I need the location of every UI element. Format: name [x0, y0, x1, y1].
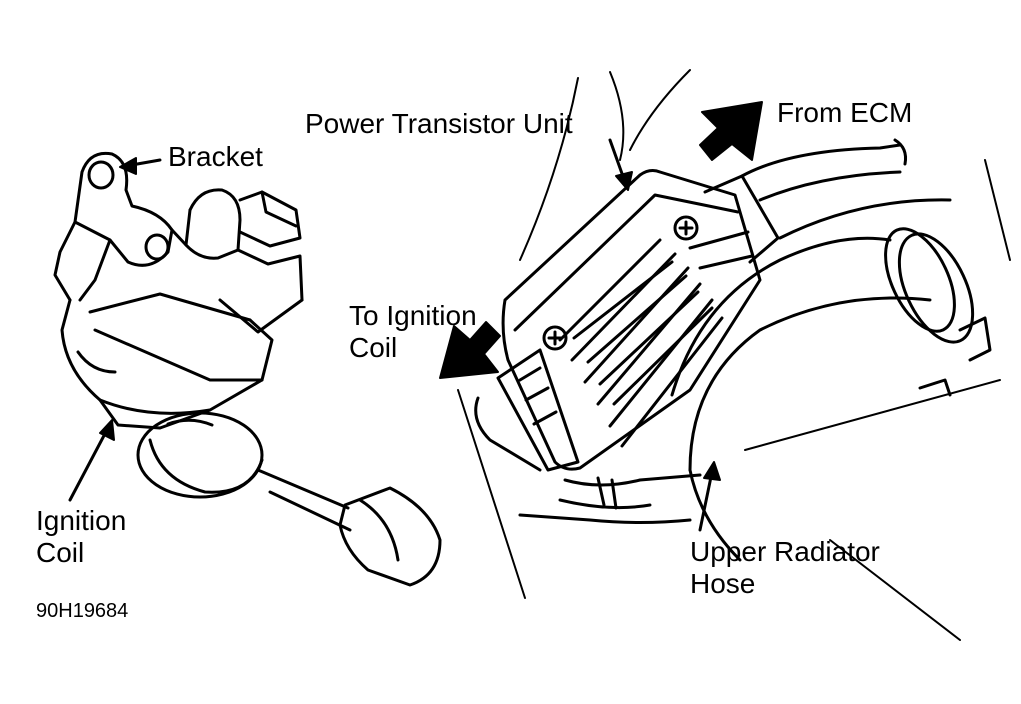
- coil-boot-and-lead: [136, 411, 442, 587]
- heat-sink-fins: [558, 230, 754, 448]
- to-ignition-coil-label-line1: To Ignition: [349, 300, 477, 331]
- ignition-coil-pointer-arrowhead: [99, 419, 115, 441]
- bracket-part: [53, 151, 174, 302]
- ignition-coil-pointer-arrow: [68, 426, 110, 502]
- from-ecm-bold-arrow: [699, 101, 763, 161]
- figure-code: 90H19684: [36, 600, 129, 622]
- lower-wiring: [518, 473, 702, 524]
- transistor-pointer-arrowhead: [615, 171, 633, 191]
- bracket-pointer-arrowhead: [119, 157, 137, 175]
- radiator-hose-pointer-arrow: [698, 470, 714, 532]
- from-ecm-harness: [703, 138, 952, 264]
- power-transistor-unit-label: Power Transistor Unit: [305, 108, 573, 139]
- to-ignition-coil-bold-arrow: [439, 321, 501, 379]
- ignition-coil-drawing: [53, 151, 442, 587]
- to-coil-connector: [474, 348, 580, 472]
- upper-radiator-hose-label-line1: Upper Radiator: [690, 536, 880, 567]
- radiator-hose-pointer-arrowhead: [703, 461, 721, 481]
- ignition-coil-label-line1: Ignition: [36, 505, 127, 536]
- to-ignition-coil-label-line2: Coil: [349, 332, 398, 363]
- coil-terminal-housing: [170, 188, 304, 302]
- bracket-label: Bracket: [168, 141, 263, 172]
- upper-radiator-hose-label-line2: Hose: [690, 568, 756, 599]
- ignition-coil-label-line2: Coil: [36, 537, 85, 568]
- power-transistor-unit-part: [501, 169, 762, 471]
- upper-radiator-hose-part: [670, 227, 992, 562]
- coil-body: [60, 292, 304, 430]
- engine-bay-drawing: [439, 69, 1011, 641]
- from-ecm-label: From ECM: [777, 97, 913, 128]
